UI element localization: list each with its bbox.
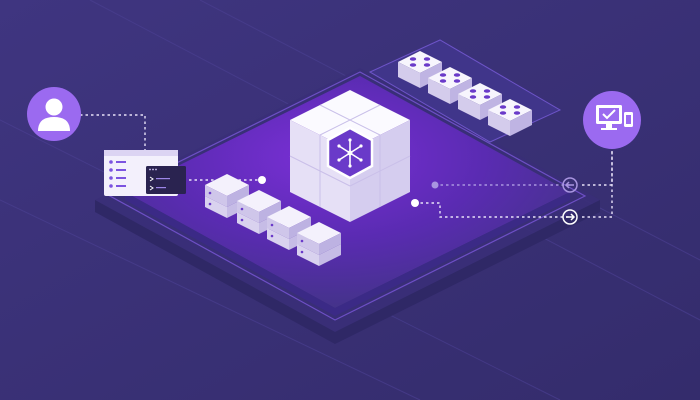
arrow-right-circle-icon (562, 209, 578, 225)
client-node (583, 91, 641, 149)
server-cluster (205, 174, 341, 266)
connector-dot (431, 181, 439, 189)
connector-dot (411, 199, 419, 207)
user-icon (38, 98, 70, 131)
user-node (27, 87, 81, 141)
arrow-left-circle-icon (562, 177, 578, 193)
connectors (80, 114, 613, 218)
code-terminal-panel (104, 150, 186, 196)
hexagon-star-icon (326, 126, 374, 180)
monitor-check-icon (596, 105, 633, 130)
connector-dot (258, 176, 266, 184)
central-cube (289, 90, 411, 222)
